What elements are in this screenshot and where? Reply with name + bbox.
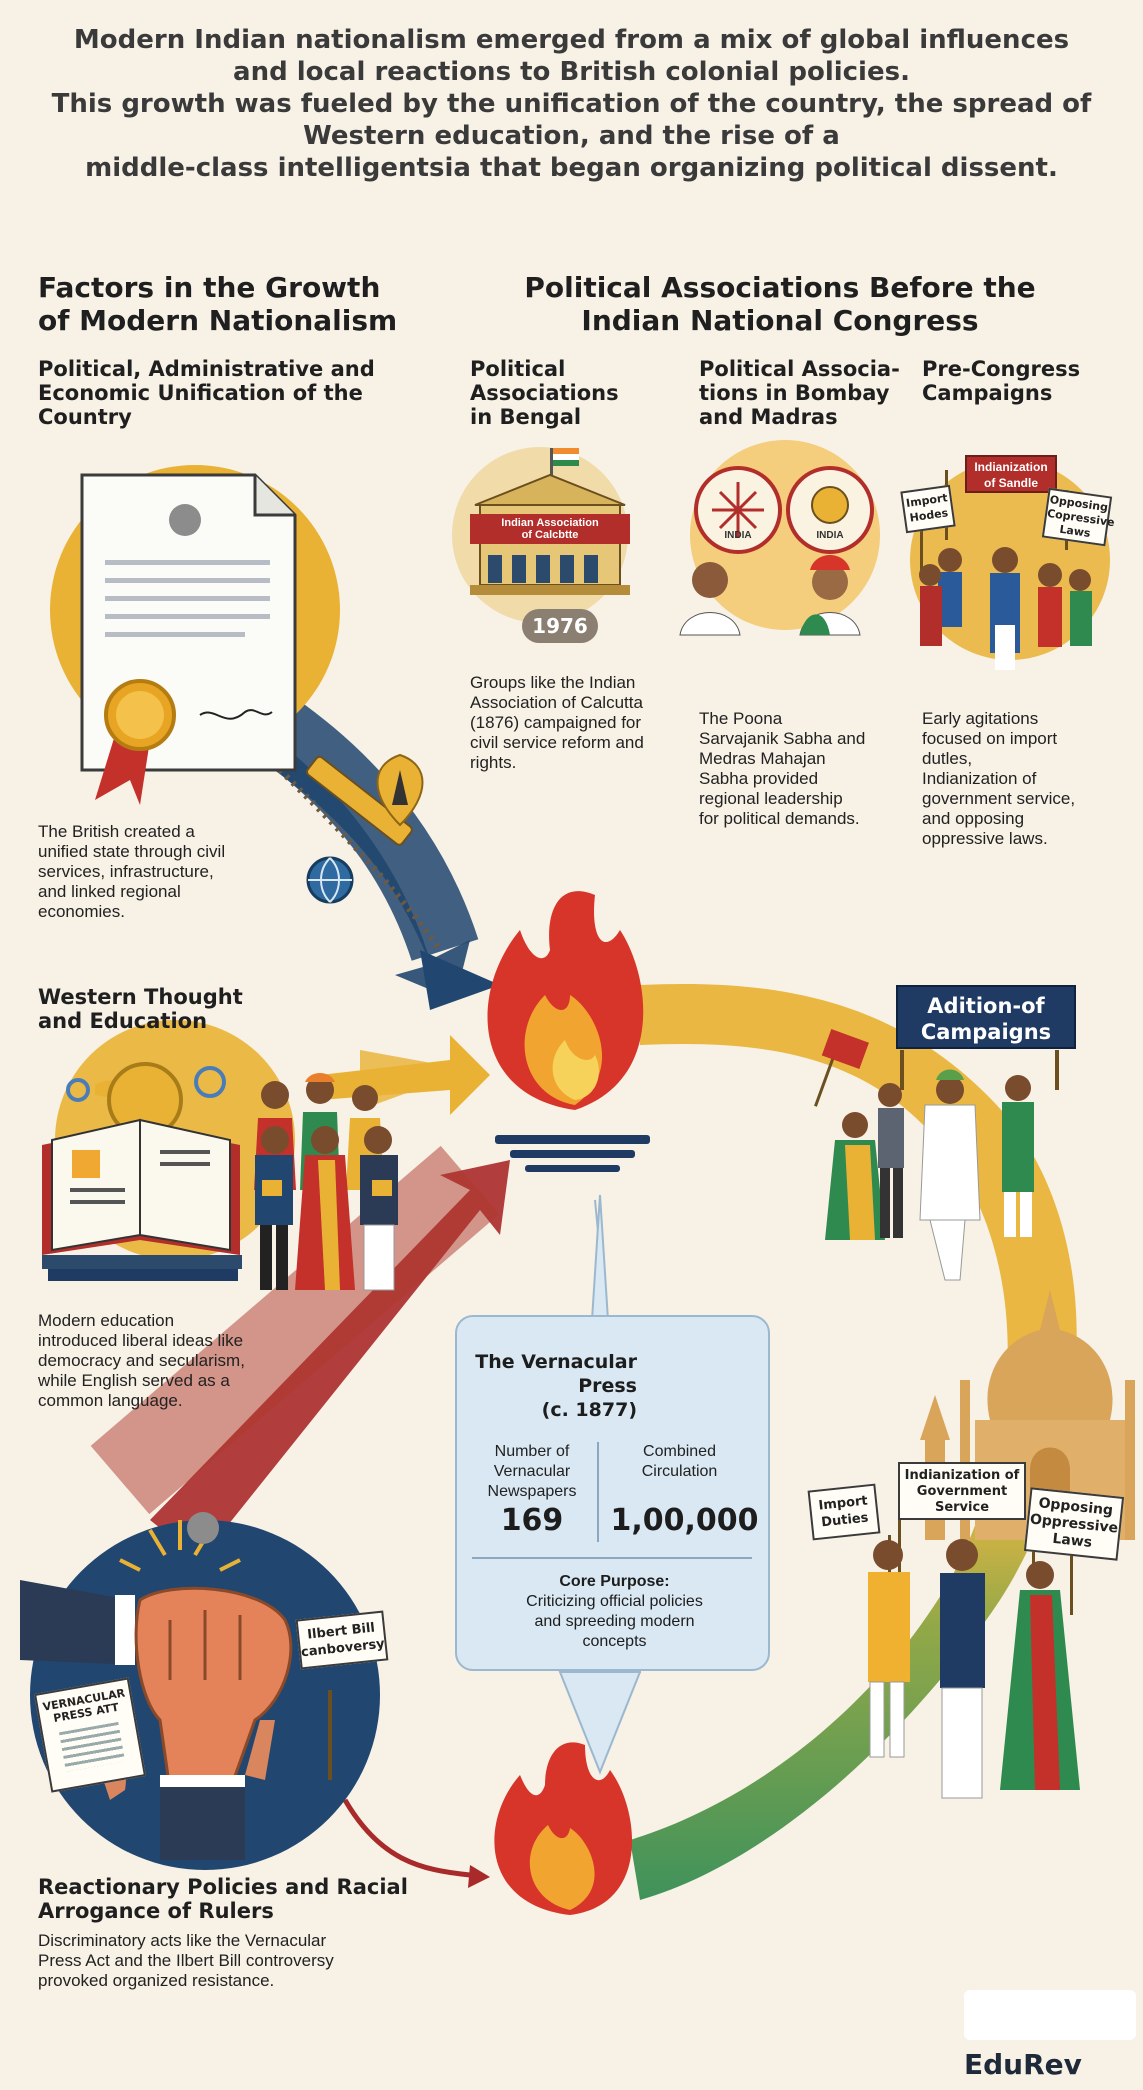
unification-desc: The British created a unified state thro… <box>38 822 226 921</box>
book-illustration <box>42 1062 242 1281</box>
bengal-desc: Groups like the Indian Association of Ca… <box>470 673 644 772</box>
intro-line: middle-class intelligentsia that began o… <box>85 153 1058 183</box>
bengal-building <box>470 448 630 595</box>
western-desc: Modern education introduced liberal idea… <box>38 1311 245 1410</box>
stat-newspapers-label: Number of Vernacular Newspapers <box>487 1443 577 1500</box>
associations-title: Political Associations Before the Indian… <box>524 271 1036 337</box>
fist-illustration <box>20 1512 332 1860</box>
precongress-crowd <box>919 470 1092 670</box>
edurev-logo[interactable]: EduRev <box>964 1990 1136 2081</box>
sign-import-duties: Import Duties <box>807 1483 881 1541</box>
sign-vernacular-press-act: VERNACULAR PRESS ATT <box>34 1677 146 1793</box>
seal-right-label: INDIA <box>816 530 844 541</box>
stat-newspapers-value: 169 <box>500 1503 564 1538</box>
precongress-title: Pre-Congress Campaigns <box>922 357 1081 405</box>
precongress-desc: Early agitations focused on import dutle… <box>922 709 1076 848</box>
bombay-madras-desc: The Poona Sarvajanik Sabha and Medras Ma… <box>699 709 866 828</box>
press-divider <box>472 1557 752 1559</box>
western-title: Western Thought and Education <box>38 985 243 1033</box>
bengal-building-sign: Indian Association of Calcbtte <box>501 517 599 541</box>
intro-paragraph: Modern Indian nationalism emerged from a… <box>20 24 1123 184</box>
sign-opposing-copressive: Opposing Copressive Laws <box>1041 487 1115 547</box>
sign-indianization-sandle: Indianization of Sandle <box>965 455 1057 493</box>
bottom-right-crowd <box>868 1512 1080 1799</box>
intro-line: This growth was fueled by the unificatio… <box>51 89 1092 119</box>
edurev-logo-text: EduRev <box>964 2048 1082 2081</box>
students-illustration <box>254 1073 398 1291</box>
top-right-crowd <box>814 1029 1059 1281</box>
press-core-purpose: Core Purpose: Criticizing official polic… <box>526 1573 703 1650</box>
bottom-flame <box>494 1742 633 1915</box>
sign-indianization-government-service: Indianization of Government Service <box>898 1462 1026 1520</box>
campaigns-banner: Adition-of Campaigns <box>896 985 1076 1049</box>
unity-arc <box>630 984 1077 1900</box>
central-flame <box>487 891 650 1172</box>
bombay-madras-title: Political Associa- tions in Bombay and M… <box>699 357 900 429</box>
unification-title: Political, Administrative and Economic U… <box>38 357 375 429</box>
stat-circulation-label: Combined Circulation <box>641 1443 718 1480</box>
intro-line: Western education, and the rise of a <box>303 121 840 151</box>
intro-line: and local reactions to British colonial … <box>233 57 910 87</box>
stat-circulation-value: 1,00,000 <box>610 1503 759 1538</box>
vernacular-press-box: The Vernacular Press (c. 1877) Number of… <box>455 1315 770 1671</box>
seal-left-label: INDIA <box>724 530 752 541</box>
sign-opposing-oppressive-laws: Opposing Oppressive Laws <box>1023 1487 1125 1561</box>
sign-import-hodes: Import Hodes <box>900 484 956 534</box>
press-title: The Vernacular Press (c. 1877) <box>475 1351 637 1421</box>
sign-ilbert-bill: Ilbert Bill canboversy <box>295 1610 389 1670</box>
intro-line: Modern Indian nationalism emerged from a… <box>73 25 1070 55</box>
reactionary-desc: Discriminatory acts like the Vernacular … <box>38 1931 334 1990</box>
reactionary-title: Reactionary Policies and Racial Arroganc… <box>38 1875 408 1923</box>
year-badge: 1976 <box>522 609 598 643</box>
factors-title: Factors in the Growth of Modern National… <box>38 271 398 337</box>
stat-divider <box>597 1442 599 1542</box>
to-flame-arrow <box>342 1798 471 1878</box>
newspaper-lines-icon <box>59 1721 126 1772</box>
bengal-title: Political Associations in Bengal <box>470 357 619 429</box>
